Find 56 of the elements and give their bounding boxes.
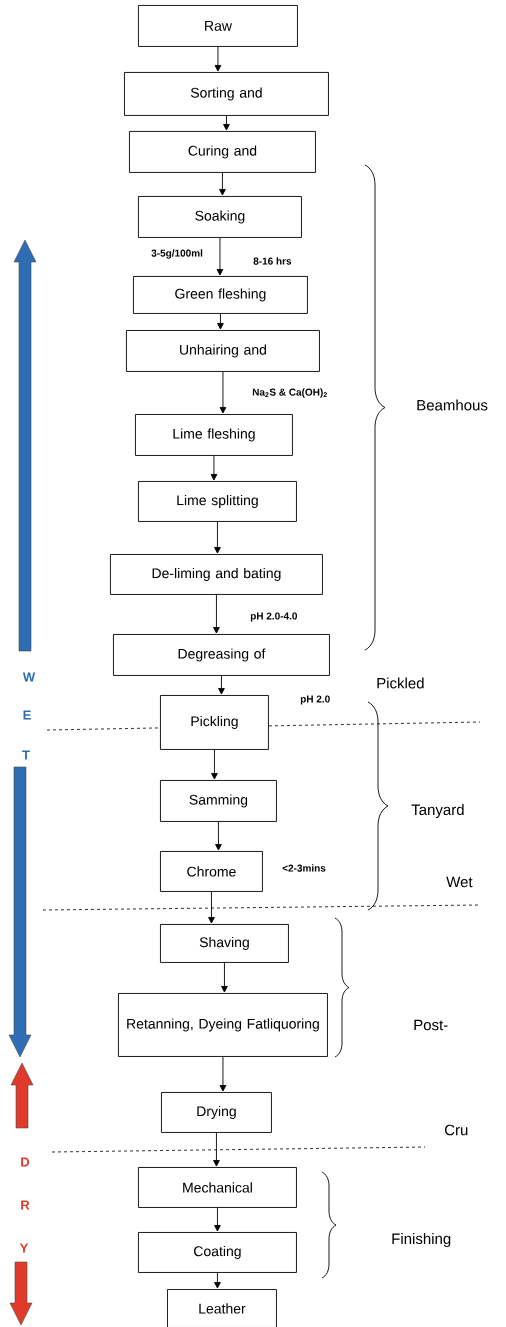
stage-label: Finishing — [392, 1233, 451, 1247]
stage-label: Beamhous — [417, 399, 488, 411]
stage-letter: E — [23, 710, 31, 720]
process-note: pH 2.0-4.0 — [250, 612, 298, 622]
arrow — [223, 115, 230, 131]
process-box: Shaving — [160, 924, 289, 963]
arrow — [219, 172, 226, 196]
arrow — [213, 594, 220, 634]
arrow — [215, 821, 222, 851]
stage-label: Post- — [414, 1019, 448, 1031]
stage-label: Wet — [446, 876, 473, 888]
process-box: Retanning, Dyeing Fatliquoring — [118, 993, 328, 1057]
process-box: Chrome — [160, 851, 263, 892]
arrow — [211, 749, 218, 780]
stage-letter: Y — [19, 1243, 29, 1253]
arrow — [213, 1132, 220, 1167]
process-box: Unhairing and — [126, 330, 320, 372]
process-note: pH 2.0 — [300, 695, 330, 705]
process-box: Lime splitting — [138, 481, 297, 522]
process-box: Lime fleshing — [135, 414, 293, 456]
stage-letter: D — [21, 1157, 30, 1167]
stage-label: Tanyard — [411, 804, 464, 818]
stage-letter: W — [22, 672, 36, 682]
process-box: Leather — [167, 1289, 277, 1327]
process-note: 8-16 hrs — [253, 257, 292, 265]
process-box: Green fleshing — [133, 276, 308, 314]
process-box: Degreasing of — [113, 634, 330, 676]
process-box: Drying — [161, 1092, 272, 1133]
arrow — [218, 675, 225, 695]
arrow — [221, 962, 228, 993]
arrow — [214, 46, 222, 72]
process-box: Raw — [138, 5, 298, 47]
stage-label: Cru — [444, 1124, 468, 1136]
stage-letter: T — [22, 750, 30, 760]
arrow — [210, 455, 218, 481]
arrow — [214, 521, 221, 554]
process-note: Na$_{2}$S & Ca(OH)$_{2}$ — [252, 388, 327, 398]
process-box: Coating — [138, 1232, 297, 1273]
process-note: 3-5g/100ml — [151, 249, 203, 259]
process-box: Pickling — [160, 695, 269, 750]
arrow — [216, 237, 224, 276]
arrow — [217, 313, 224, 330]
process-box: Sorting and — [124, 72, 329, 116]
stage-label: Pickled — [377, 677, 424, 689]
process-box: Samming — [160, 780, 277, 822]
arrow — [219, 371, 227, 414]
process-box: Mechanical — [138, 1167, 297, 1208]
stage-letter: R — [21, 1200, 30, 1210]
process-note: <2-3mins — [282, 864, 326, 872]
process-box: Soaking — [138, 196, 302, 238]
arrow — [208, 891, 215, 924]
process-box: Curing and — [129, 131, 316, 173]
arrow — [214, 1272, 221, 1289]
arrow — [219, 1056, 227, 1092]
arrow — [214, 1207, 221, 1232]
process-box: De-liming and bating — [110, 554, 323, 595]
